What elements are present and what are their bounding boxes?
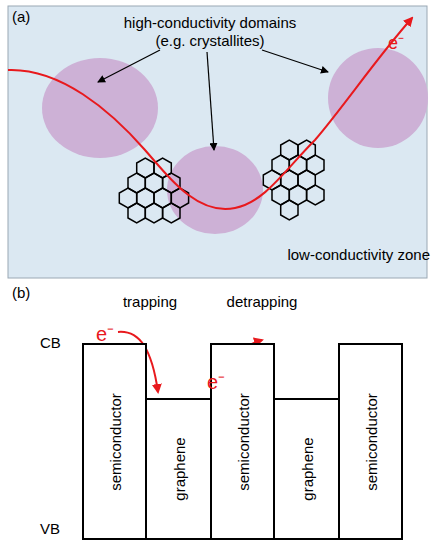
process-label: detrapping [227, 293, 298, 310]
electron-symbol: e⁻ [388, 30, 404, 54]
layer-label: graphene [170, 437, 187, 500]
layer-label: semiconductor [106, 393, 123, 491]
callout-text: (e.g. crystallites) [155, 32, 264, 49]
callout-text: high-conductivity domains [124, 14, 297, 31]
graphene-layer: graphene [145, 398, 212, 540]
band-label: CB [40, 334, 61, 351]
layer-label: semiconductor [234, 393, 251, 491]
panel-background [8, 6, 427, 278]
crystallite-domain [42, 58, 158, 158]
panel-letter: (a) [12, 8, 30, 25]
process-label: trapping [123, 293, 177, 310]
graphene-layer: graphene [273, 398, 340, 540]
band-label: VB [40, 520, 60, 537]
panel-letter: (b) [12, 284, 30, 301]
crystallite-domain [328, 48, 428, 148]
semiconductor-layer: semiconductor [338, 343, 403, 540]
graphene-lattice [119, 140, 324, 223]
semiconductor-layer: semiconductor [82, 343, 147, 540]
layer-label: graphene [298, 437, 315, 500]
electron-symbol: e⁻ [96, 320, 114, 347]
zone-label: low-conductivity zone [287, 246, 430, 263]
leader-line [207, 52, 214, 150]
leader-line [98, 50, 160, 82]
electron-symbol: e⁻ [207, 368, 225, 395]
leader-line [262, 50, 328, 72]
electron-path [8, 18, 412, 209]
layer-label: semiconductor [362, 393, 379, 491]
